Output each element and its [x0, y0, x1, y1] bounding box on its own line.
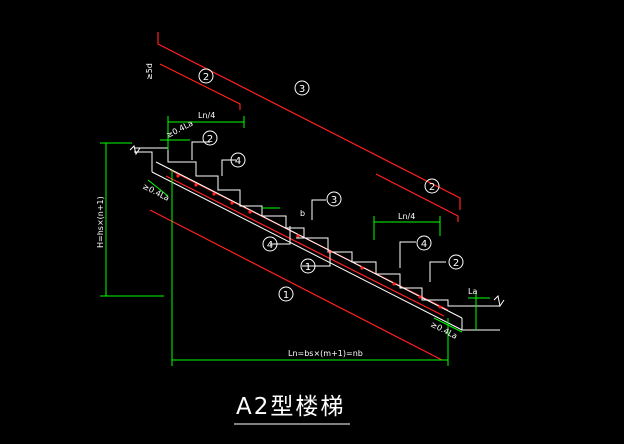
svg-text:3: 3: [331, 195, 337, 206]
callout-2-low-circle: 2: [448, 254, 464, 270]
stair-steps: [134, 147, 500, 307]
slab-soffit: [151, 171, 463, 331]
bar-1-bottom: [149, 209, 443, 361]
la-right-label: La: [468, 287, 477, 296]
stair-profile: [129, 145, 505, 331]
svg-text:1: 1: [305, 262, 311, 273]
slab-top: [155, 161, 463, 319]
right-support: [461, 318, 500, 331]
callout-3-mid-circle: 3: [326, 191, 342, 207]
callout-2-right-circle: 2: [424, 178, 440, 194]
callout-3-circle: 3: [294, 80, 310, 96]
svg-text:2: 2: [203, 72, 209, 83]
rebar-dots: [176, 174, 442, 309]
height-dim-label: H=hs×(n+1): [96, 196, 105, 248]
bottom-quarter-label: Ln/4: [398, 212, 415, 221]
drawing-title: A2型楼梯: [236, 394, 345, 420]
callout-1-mid-circle: 1: [300, 258, 316, 274]
svg-text:4: 4: [267, 240, 273, 251]
break-line-right: [493, 294, 505, 308]
bar-main-2: [165, 175, 445, 317]
dimension-lines: [100, 116, 490, 366]
top-quarter-label: Ln/4: [198, 111, 215, 120]
svg-text:2: 2: [429, 182, 435, 193]
callout-4-mid-circle: 4: [262, 236, 278, 252]
svg-text:4: 4: [235, 156, 241, 167]
callout-1-bottom-circle: 1: [278, 286, 294, 302]
bar-2-upper: [159, 63, 241, 110]
b-label: b: [300, 209, 305, 218]
svg-text:2: 2: [453, 258, 459, 269]
bar-3-top: [157, 32, 461, 210]
callout-4-left-circle: 4: [230, 152, 246, 168]
callout-2-top-circle: 2: [198, 68, 214, 84]
svg-text:2: 2: [207, 134, 213, 145]
callout-2-left-circle: 2: [202, 130, 218, 146]
svg-text:1: 1: [283, 290, 289, 301]
svg-text:3: 3: [299, 84, 305, 95]
callout-4-right-circle: 4: [416, 235, 432, 251]
anchor-top-low-label: ≥0.4La: [141, 182, 171, 203]
bar-2-lower: [375, 173, 459, 222]
side-25-label: ≥5d: [145, 63, 154, 80]
bar-callouts: 2 3 2 4 3 4 1 2: [198, 68, 464, 302]
left-support: [134, 151, 153, 172]
break-line-left: [129, 145, 141, 156]
length-dim-label: Ln=bs×(m+1)=nb: [288, 349, 363, 358]
svg-text:4: 4: [421, 239, 427, 250]
